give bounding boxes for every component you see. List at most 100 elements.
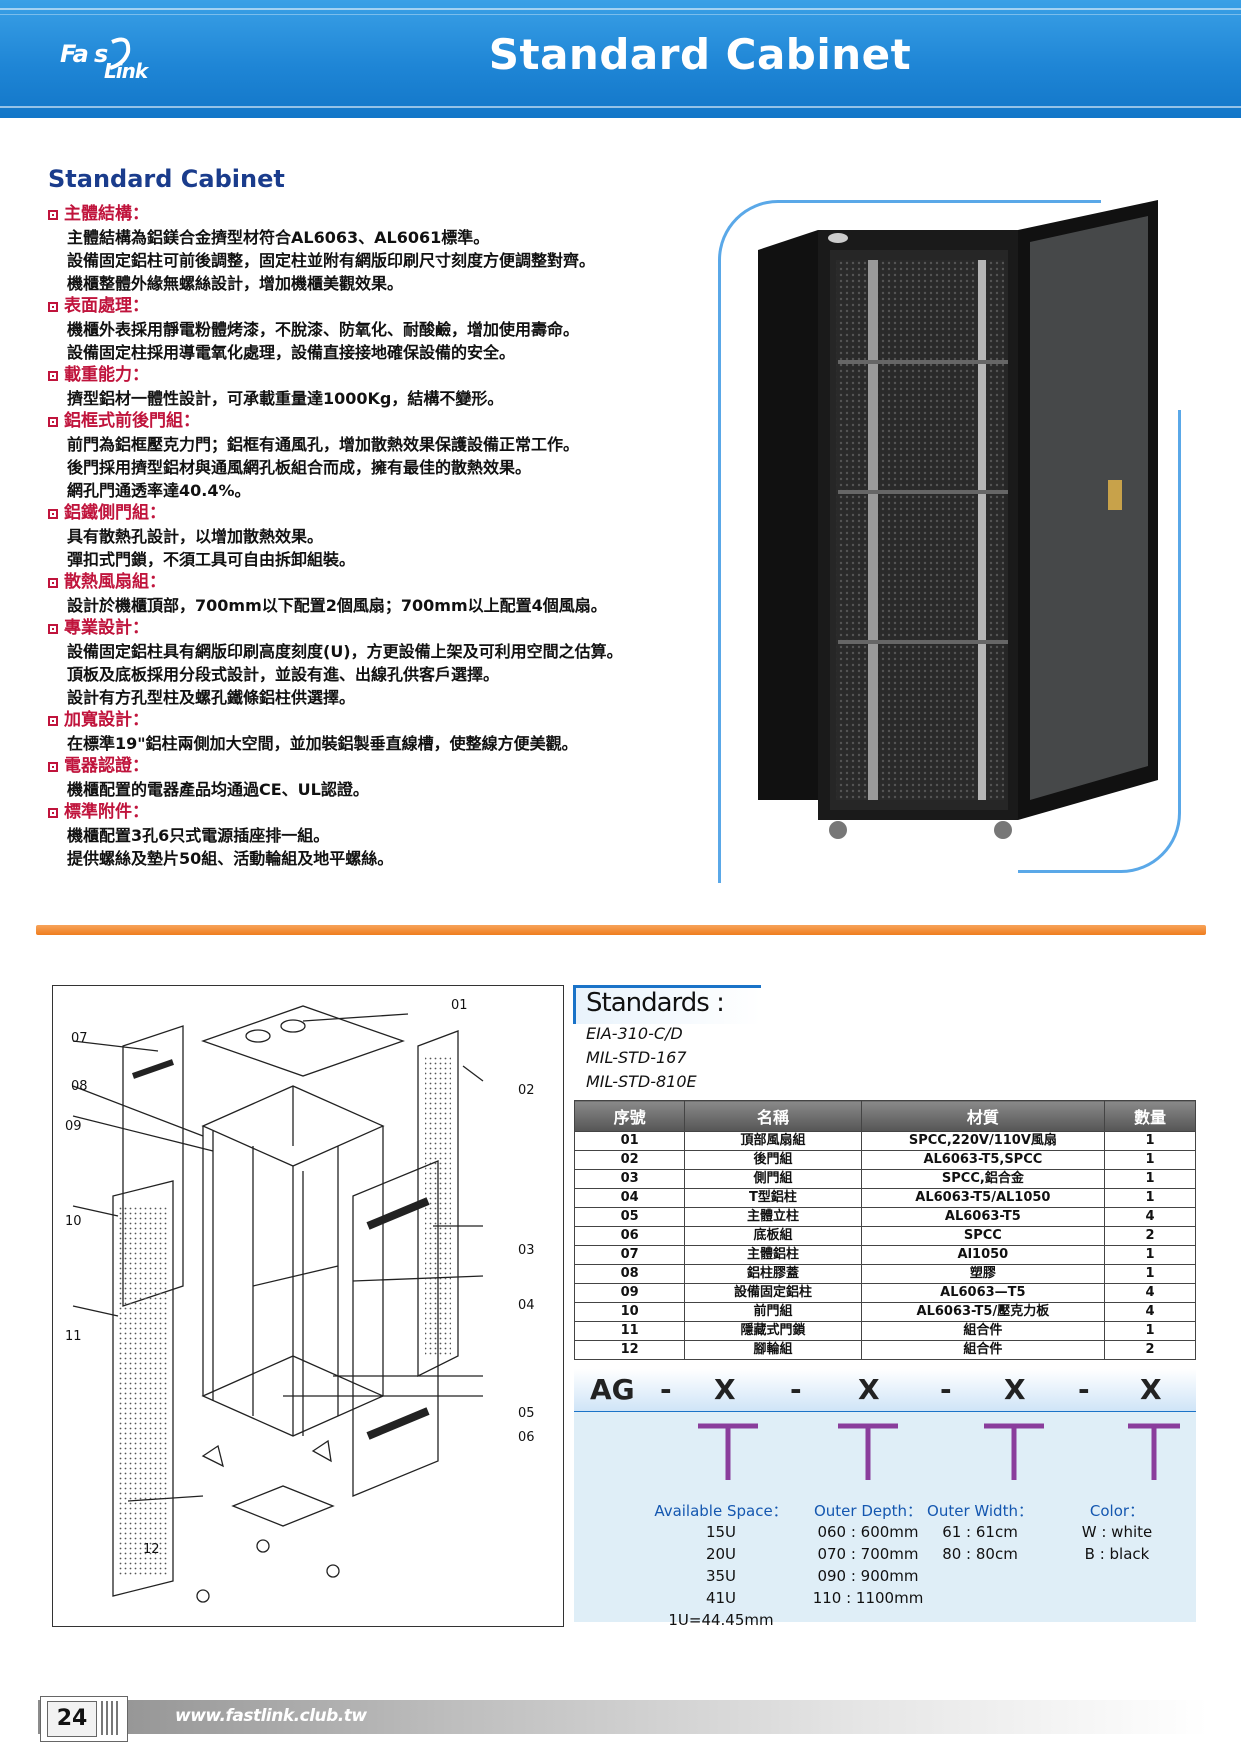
page-title: Standard Cabinet xyxy=(488,30,912,79)
callout-07: 07 xyxy=(71,1031,88,1046)
table-cell: 4 xyxy=(1104,1207,1196,1227)
callout-02: 02 xyxy=(518,1083,535,1098)
table-cell: 2 xyxy=(1104,1226,1196,1246)
feature-line: 設計於機櫃頂部，700mm以下配置2個風扇；700mm以上配置4個風扇。 xyxy=(67,596,607,615)
feature-heading-text: 散熱風扇組： xyxy=(64,572,166,592)
option-value: 1U=44.45mm xyxy=(668,1611,774,1629)
callout-01: 01 xyxy=(451,998,468,1013)
table-cell: 1 xyxy=(1104,1169,1196,1189)
website-url: www.fastlink.club.tw xyxy=(175,1706,367,1726)
feature-line: 提供螺絲及墊片50組、活動輪組及地平螺絲。 xyxy=(67,849,394,868)
square-bullet-icon xyxy=(48,508,58,519)
feature-line: 機櫃配置的電器產品均通過CE、UL認證。 xyxy=(67,780,369,799)
feature-line: 前門為鋁框壓克力門；鋁框有通風孔，增加散熱效果保護設備正常工作。 xyxy=(67,435,580,454)
square-bullet-icon xyxy=(48,370,58,381)
header-bar xyxy=(0,0,1241,118)
feature-heading-text: 標準附件： xyxy=(64,802,149,822)
feature-line: 在標準19"鋁柱兩側加大空間，並加裝鋁製垂直線槽，使整線方便美觀。 xyxy=(67,734,578,753)
feature-line: 後門採用擠型鋁材與通風網孔板組合而成，擁有最佳的散熱效果。 xyxy=(67,458,532,477)
table-cell: T型鋁柱 xyxy=(684,1188,862,1208)
cabinet-photo xyxy=(718,200,1188,883)
table-cell: 頂部風扇組 xyxy=(684,1131,862,1151)
feature-line: 彈扣式門鎖，不須工具可自由拆卸組裝。 xyxy=(67,550,356,569)
table-cell: 隱藏式門鎖 xyxy=(684,1321,862,1341)
callout-03: 03 xyxy=(518,1243,535,1258)
feature-line: 主體結構為鋁鎂合金擠型材符合AL6063、AL6061標準。 xyxy=(67,228,490,247)
table-cell: 鋁柱膠蓋 xyxy=(684,1264,862,1284)
code-prefix: AG xyxy=(590,1373,635,1406)
square-bullet-icon xyxy=(48,416,58,427)
square-bullet-icon xyxy=(48,301,58,312)
feature-heading-text: 鋁鐵側門組： xyxy=(64,503,166,523)
table-cell: 01 xyxy=(573,1131,686,1151)
page-number-box: 24 xyxy=(40,1696,128,1742)
section-title: Standard Cabinet xyxy=(48,165,285,193)
code-sep: - xyxy=(660,1373,672,1406)
option-value: 060 : 600mm xyxy=(817,1523,919,1541)
table-cell: 1 xyxy=(1104,1188,1196,1208)
option-value: 15U xyxy=(705,1523,737,1541)
svg-text:Fa: Fa xyxy=(60,40,88,68)
table-cell: SPCC,鋁合金 xyxy=(860,1169,1106,1189)
table-cell: AL6063-T5/壓克力板 xyxy=(860,1302,1106,1322)
callout-12: 12 xyxy=(143,1542,160,1557)
feature-heading: 鋁鐵側門組： xyxy=(48,502,718,525)
table-cell: 腳輪組 xyxy=(684,1340,862,1360)
table-cell: 1 xyxy=(1104,1245,1196,1265)
callout-11: 11 xyxy=(65,1329,82,1344)
feature-heading-text: 載重能力： xyxy=(64,365,149,385)
table-cell: 主體鋁柱 xyxy=(684,1245,862,1265)
table-cell: 06 xyxy=(573,1226,686,1246)
table-cell: 底板組 xyxy=(684,1226,862,1246)
table-cell: 1 xyxy=(1104,1131,1196,1151)
square-bullet-icon xyxy=(48,715,58,726)
square-bullet-icon xyxy=(48,577,58,588)
code-sep: - xyxy=(940,1373,952,1406)
option-group-heading: Color： xyxy=(1089,1502,1145,1520)
option-value: 090 : 900mm xyxy=(817,1567,919,1585)
table-cell: 07 xyxy=(573,1245,686,1265)
standards-tab xyxy=(573,985,761,1024)
option-value: 20U xyxy=(705,1545,737,1563)
table-cell: 08 xyxy=(573,1264,686,1284)
table-cell: 組合件 xyxy=(860,1340,1106,1360)
option-group-heading: Outer Width： xyxy=(927,1502,1033,1520)
svg-text:Link: Link xyxy=(104,59,150,82)
code-slot: X xyxy=(1140,1373,1162,1406)
col-header: 名稱 xyxy=(684,1100,862,1132)
table-cell: 4 xyxy=(1104,1302,1196,1322)
feature-heading-text: 電器認證： xyxy=(64,756,149,776)
feature-line: 設計有方孔型柱及螺孔鐵條鋁柱供選擇。 xyxy=(67,688,356,707)
table-cell: AL6063-T5/AL1050 xyxy=(860,1188,1106,1208)
feature-heading: 專業設計： xyxy=(48,617,718,640)
table-cell: AL6063-T5 xyxy=(860,1207,1106,1227)
table-cell: 4 xyxy=(1104,1283,1196,1303)
standard-item: MIL-STD-167 xyxy=(586,1048,687,1067)
option-value: B : black xyxy=(1084,1545,1150,1563)
feature-heading-text: 加寬設計： xyxy=(64,710,149,730)
code-sep: - xyxy=(1078,1373,1090,1406)
table-cell: SPCC,220V/110V風扇 xyxy=(860,1131,1106,1151)
brand-logo: Fa s Link xyxy=(58,32,178,83)
feature-line: 擠型鋁材一體性設計，可承載重量達1000Kg，結構不變形。 xyxy=(67,389,504,408)
square-bullet-icon xyxy=(48,761,58,772)
callout-05: 05 xyxy=(518,1406,535,1421)
code-slot: X xyxy=(1004,1373,1026,1406)
option-value: 61 : 61cm xyxy=(942,1523,1018,1541)
feature-heading-text: 鋁框式前後門組： xyxy=(64,411,200,431)
table-cell: 1 xyxy=(1104,1150,1196,1170)
feature-heading: 散熱風扇組： xyxy=(48,571,718,594)
option-value: 80 : 80cm xyxy=(942,1545,1018,1563)
option-value: 070 : 700mm xyxy=(817,1545,919,1563)
square-bullet-icon xyxy=(48,807,58,818)
feature-line: 機櫃配置3孔6只式電源插座排一組。 xyxy=(67,826,330,845)
table-cell: SPCC xyxy=(860,1226,1106,1246)
feature-heading-text: 表面處理： xyxy=(64,296,149,316)
